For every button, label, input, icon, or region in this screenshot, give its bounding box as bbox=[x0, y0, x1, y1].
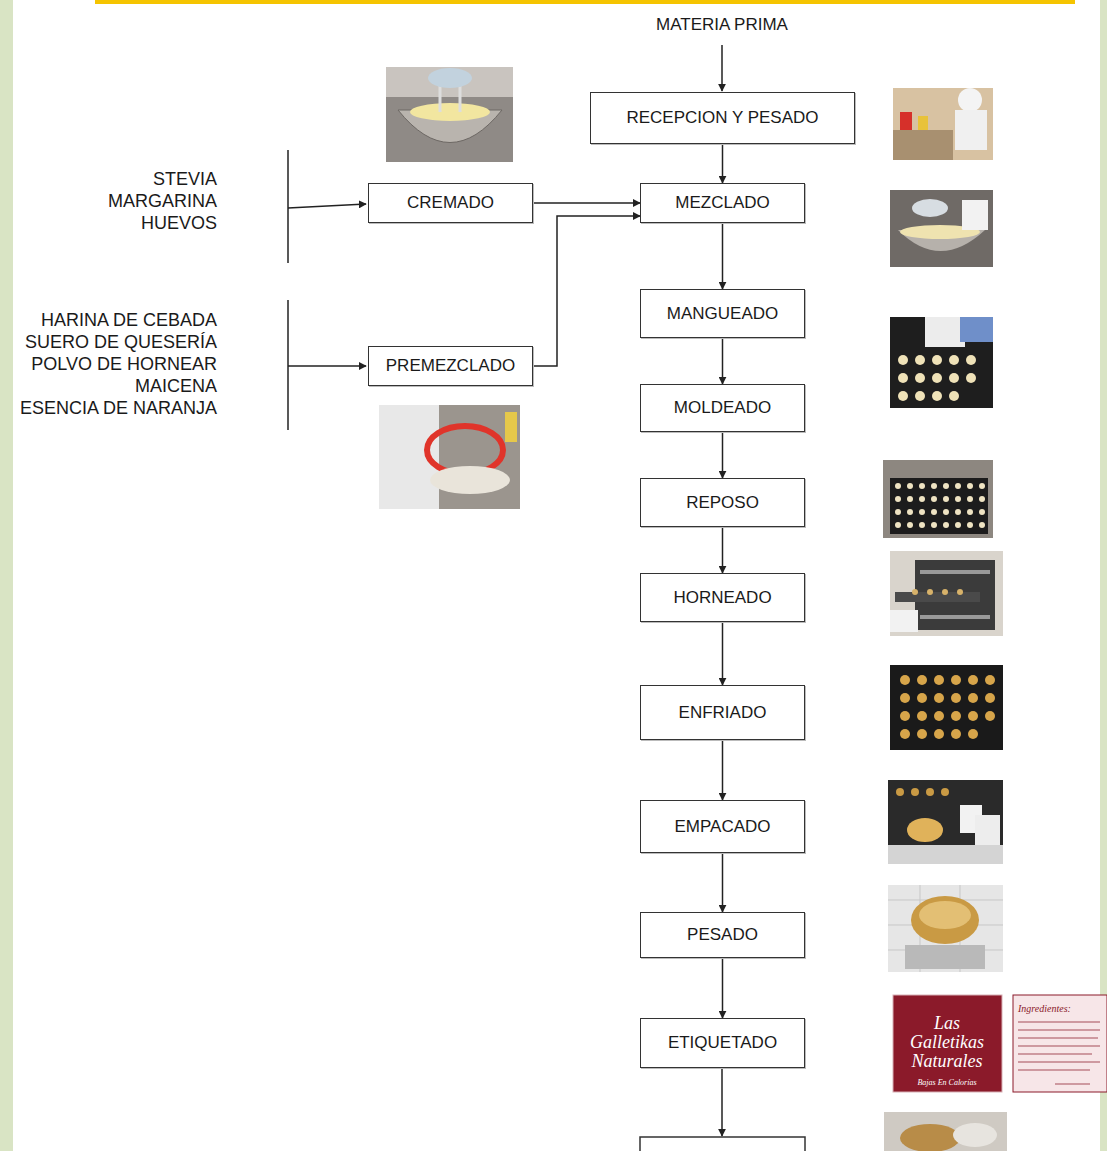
process-box: RECEPCION Y PESADO bbox=[590, 92, 855, 144]
process-box: MOLDEADO bbox=[640, 384, 805, 432]
step-name: ETIQUETADO bbox=[668, 1033, 777, 1053]
photo-packing bbox=[888, 780, 1003, 864]
brand-tagline: Bajas En Calorías bbox=[917, 1078, 976, 1087]
top-bar bbox=[95, 0, 1075, 4]
step-name: HORNEADO bbox=[673, 588, 771, 608]
bracket-arrow bbox=[288, 204, 366, 208]
ingredient: HUEVOS bbox=[141, 213, 217, 234]
ingredient: STEVIA bbox=[153, 169, 217, 190]
flow-arrow bbox=[722, 853, 724, 912]
photo-product bbox=[884, 1112, 1007, 1151]
process-box: ENFRIADO bbox=[640, 685, 805, 740]
step-name: PESADO bbox=[687, 925, 758, 945]
photo-reception bbox=[893, 88, 993, 160]
step-name: REPOSO bbox=[686, 493, 759, 513]
brand-name: Las Galletikas Naturales bbox=[897, 1014, 997, 1071]
process-box: ETIQUETADO bbox=[640, 1018, 805, 1068]
flow-arrow bbox=[722, 740, 724, 800]
step-name: RECEPCION Y PESADO bbox=[626, 108, 818, 128]
step-name: MEZCLADO bbox=[675, 193, 769, 213]
flow-arrow bbox=[533, 202, 640, 204]
photo-cooling bbox=[890, 665, 1003, 750]
ingredient: MARGARINA bbox=[108, 191, 217, 212]
photo-weighing bbox=[888, 885, 1003, 972]
step-name: EMPACADO bbox=[674, 817, 770, 837]
side-band bbox=[1100, 0, 1107, 1151]
ingredient: MAICENA bbox=[135, 376, 217, 397]
ingredient: HARINA DE CEBADA bbox=[41, 310, 217, 331]
step-name: MOLDEADO bbox=[674, 398, 771, 418]
photo-mixing bbox=[890, 190, 993, 267]
flow-arrow bbox=[722, 527, 724, 573]
bracket bbox=[287, 150, 289, 263]
flow-arrow bbox=[722, 958, 724, 1018]
photo-mixer bbox=[386, 67, 513, 162]
bracket-arrow bbox=[288, 365, 366, 367]
flow-arrow bbox=[722, 622, 724, 685]
photo-oven bbox=[890, 551, 1003, 636]
photo-piping bbox=[890, 317, 993, 408]
process-box: REPOSO bbox=[640, 478, 805, 527]
step-name: CREMADO bbox=[407, 193, 494, 213]
process-box: CREMADO bbox=[368, 183, 533, 223]
output-arrow bbox=[721, 1068, 723, 1136]
ingredient: ESENCIA DE NARANJA bbox=[20, 398, 217, 419]
process-box: MANGUEADO bbox=[640, 289, 805, 338]
product-label bbox=[893, 995, 1107, 1092]
process-box: PREMEZCLADO bbox=[368, 346, 533, 386]
flow-arrow bbox=[722, 338, 724, 384]
step-name: ENFRIADO bbox=[679, 703, 767, 723]
cut-box bbox=[640, 1137, 805, 1151]
flow-arrow bbox=[722, 432, 724, 478]
step-name: PREMEZCLADO bbox=[386, 356, 515, 376]
step-name: MANGUEADO bbox=[667, 304, 778, 324]
photo-resting bbox=[883, 460, 993, 538]
input-label: MATERIA PRIMA bbox=[656, 15, 788, 35]
process-box: MEZCLADO bbox=[640, 183, 805, 223]
flow-arrow bbox=[533, 216, 640, 366]
label-heading: Ingredientes: bbox=[1018, 1003, 1071, 1015]
flow-arrow bbox=[722, 223, 724, 289]
process-box: HORNEADO bbox=[640, 573, 805, 622]
flow-arrow bbox=[722, 144, 724, 183]
photo-premix bbox=[379, 405, 520, 509]
process-box: EMPACADO bbox=[640, 800, 805, 853]
bracket bbox=[287, 300, 289, 430]
ingredient: POLVO DE HORNEAR bbox=[31, 354, 217, 375]
ingredient: SUERO DE QUESERÍA bbox=[25, 332, 217, 353]
side-band bbox=[0, 0, 13, 1151]
process-box: PESADO bbox=[640, 912, 805, 958]
input-arrow bbox=[721, 45, 723, 91]
